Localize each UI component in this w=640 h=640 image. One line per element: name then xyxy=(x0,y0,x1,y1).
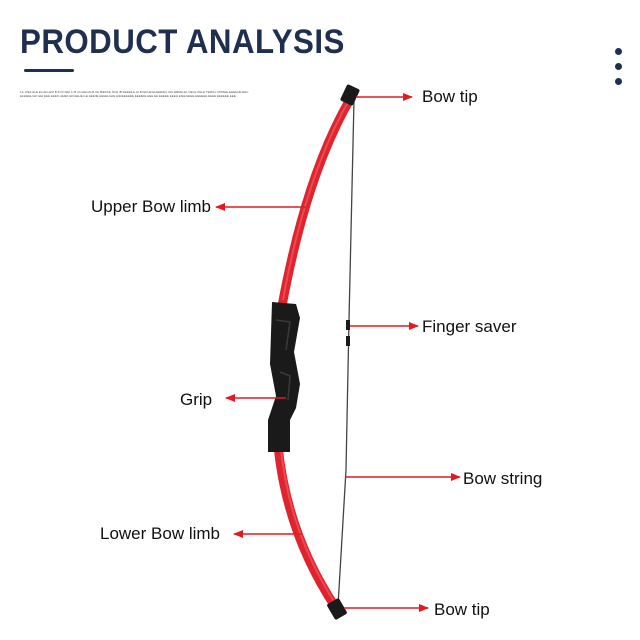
label-lower-bow-limb: Lower Bow limb xyxy=(100,524,220,543)
upper-limb-shape xyxy=(277,91,357,311)
label-upper-bow-limb: Upper Bow limb xyxy=(91,197,211,216)
label-bow-tip-top: Bow tip xyxy=(422,87,478,106)
title-underline xyxy=(24,69,74,72)
more-options-icon[interactable] xyxy=(612,48,624,92)
label-bow-string: Bow string xyxy=(463,469,543,488)
menu-dot xyxy=(614,78,622,85)
lower-limb-shape xyxy=(273,441,341,613)
menu-dot xyxy=(614,63,622,70)
bow-tip-top-cap xyxy=(340,84,360,106)
finger-saver-shape xyxy=(346,320,350,330)
menu-dot xyxy=(614,48,622,55)
label-bow-tip-bottom: Bow tip xyxy=(434,600,490,619)
bow-tip-bottom-cap xyxy=(327,598,347,620)
bow-string-line xyxy=(337,99,355,607)
page-title: PRODUCT ANALYSIS xyxy=(20,23,345,61)
fine-print: LIL WEF ELE ELLEG EM B IN IN EEI LI B CH… xyxy=(20,90,249,99)
label-finger-saver: Finger saver xyxy=(422,317,517,336)
riser-shape xyxy=(268,302,300,452)
label-grip: Grip xyxy=(180,390,213,409)
